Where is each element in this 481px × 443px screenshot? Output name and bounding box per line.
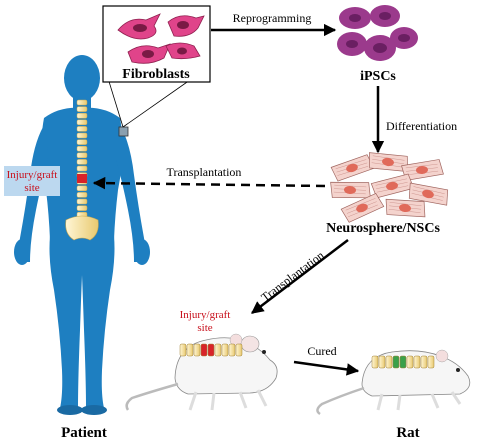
differentiation-label: Differentiation — [386, 119, 457, 133]
neural-cell — [330, 154, 375, 182]
fibroblast-cells — [117, 13, 205, 64]
neurosphere-label: Neurosphere/NSCs — [326, 221, 440, 236]
cured-arrow — [293, 360, 360, 376]
cured-label: Cured — [307, 344, 336, 358]
rat-vertebra — [228, 343, 236, 357]
pelvis-icon — [65, 215, 99, 241]
neural-cell — [385, 198, 426, 218]
neurosphere-cells — [330, 152, 449, 223]
rat-injury-label-2: site — [197, 322, 212, 334]
rat-vertebra — [207, 343, 215, 357]
vertebra — [76, 205, 88, 211]
patient-label: Patient — [61, 425, 107, 441]
rat-vertebra — [399, 355, 407, 369]
vertebra — [76, 112, 88, 119]
vertebra — [76, 99, 88, 106]
injury-box — [4, 166, 60, 196]
injured-rat — [125, 333, 278, 411]
rat-vertebra — [235, 343, 243, 357]
transplant-patient-label: Transplantation — [167, 165, 242, 179]
rat-vertebra — [378, 355, 386, 369]
rat-vertebra — [385, 355, 393, 369]
vertebra — [76, 185, 88, 192]
vertebra — [76, 106, 88, 112]
ipscs-label: iPSCs — [360, 69, 396, 84]
transplant-rat-arrow — [251, 239, 349, 314]
rat-vertebra — [193, 343, 201, 357]
vertebra — [76, 192, 88, 198]
rat-vertebra — [200, 343, 208, 357]
injured-rat-spine — [179, 343, 243, 357]
neural-cell — [370, 173, 415, 199]
rat-vertebra — [413, 355, 421, 369]
neural-cell — [330, 181, 371, 199]
cured-rat-spine — [371, 355, 435, 369]
rat-vertebra — [392, 355, 400, 369]
rat-vertebra — [186, 343, 194, 357]
rat-vertebra — [179, 343, 187, 357]
patient-injury-marker — [77, 174, 87, 183]
vertebra — [76, 126, 88, 132]
rat-vertebra — [420, 355, 428, 369]
fibroblasts-label: Fibroblasts — [122, 67, 190, 82]
rat-injury-label-1: Injury/graft — [180, 309, 231, 321]
zoom-line-right — [122, 79, 191, 128]
rat-vertebra — [221, 343, 229, 357]
vertebra — [76, 145, 88, 152]
neural-cell — [368, 152, 408, 172]
ipsc-cells — [337, 5, 418, 61]
transplant-patient-arrow — [92, 176, 326, 190]
vertebra — [76, 159, 88, 165]
transplant-rat-label: Transplantation — [258, 248, 326, 304]
rat-vertebra — [427, 355, 435, 369]
rat-vertebra — [214, 343, 222, 357]
vertebra — [76, 152, 88, 159]
biopsy-site-marker — [118, 126, 129, 137]
neural-cell — [340, 192, 385, 223]
vertebra — [76, 132, 88, 139]
reprogramming-label: Reprogramming — [233, 11, 312, 25]
vertebra — [76, 139, 88, 145]
vertebra — [76, 165, 88, 172]
rat-vertebra — [406, 355, 414, 369]
neural-cell — [408, 182, 449, 206]
rat-label: Rat — [396, 425, 419, 441]
patient-injury-label-2: site — [24, 182, 39, 194]
rat-vertebra — [371, 355, 379, 369]
vertebra — [76, 198, 88, 205]
neural-cell — [401, 159, 444, 181]
patient-injury-label-1: Injury/graft — [7, 169, 58, 181]
vertebra — [76, 119, 88, 126]
